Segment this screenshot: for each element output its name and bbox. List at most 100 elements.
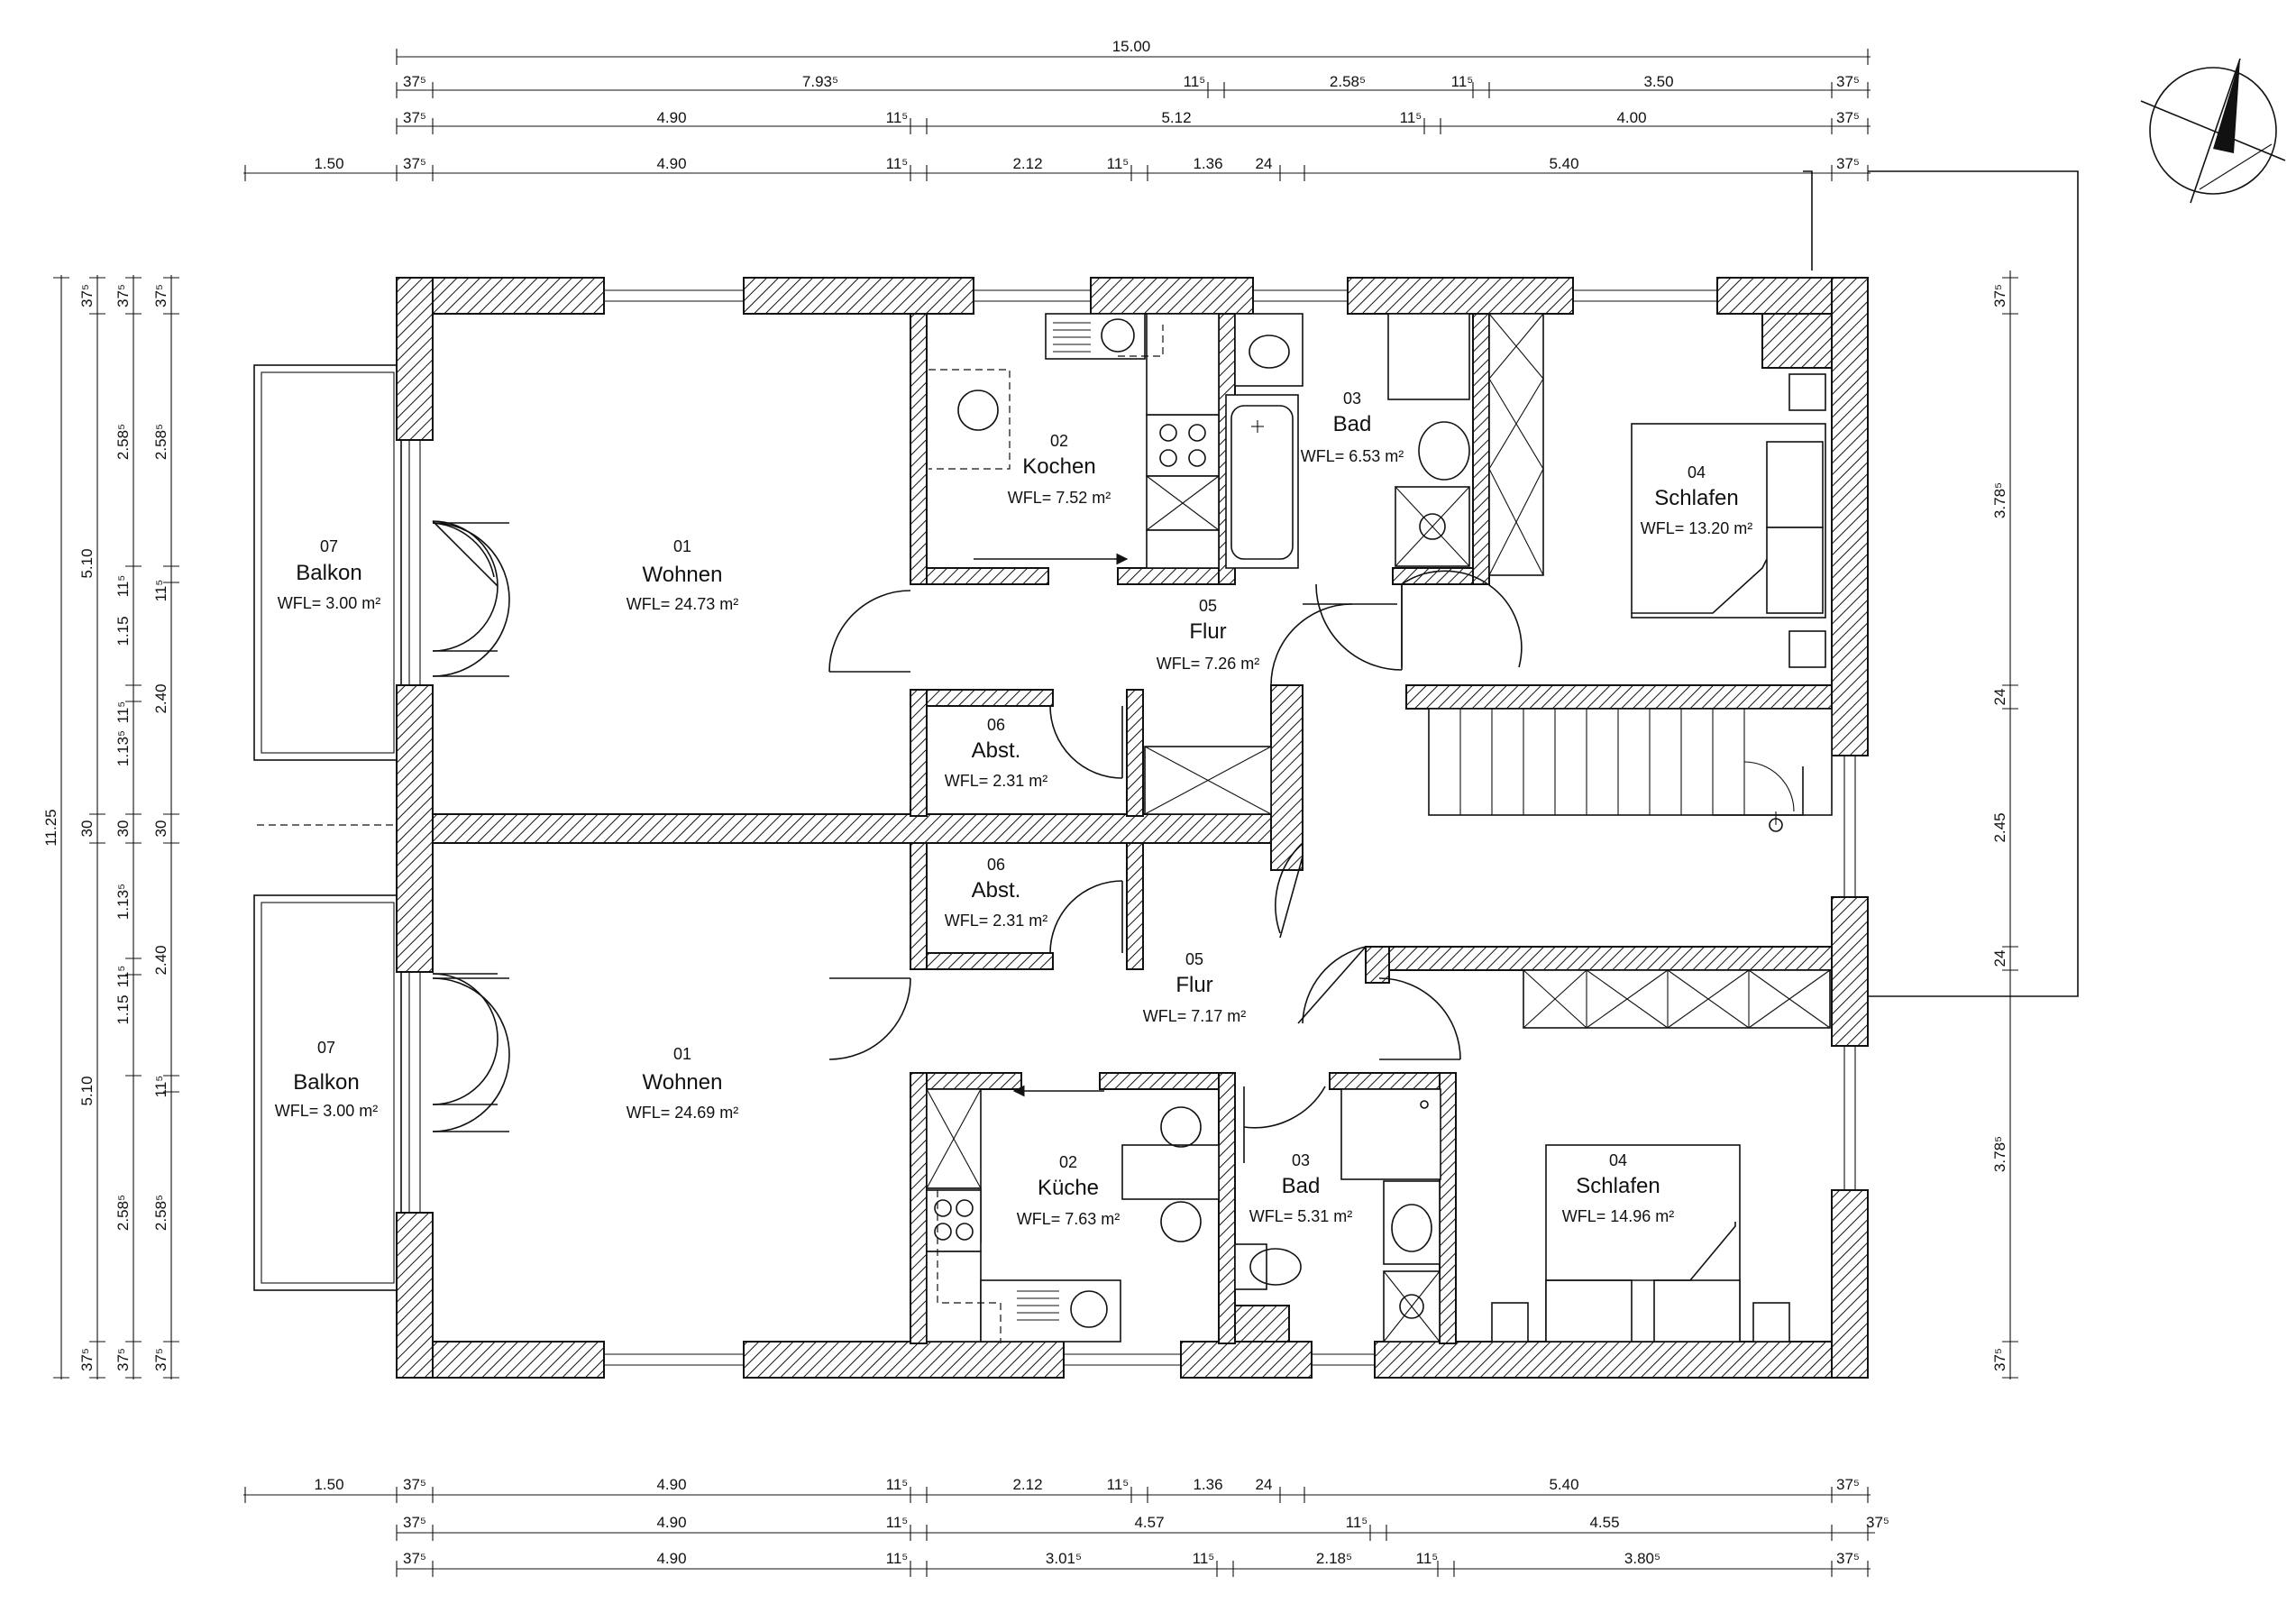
dim-bot-r1-1: 37⁵ [403,1476,426,1493]
dim-left-c2-1: 5.10 [78,548,96,578]
dim-bot-r1-5: 11⁵ [1107,1476,1130,1493]
dimension-lines-top: 15.00 37⁵ 7.93⁵ 11⁵ 2.58⁵ 11⁵ 3.50 37⁵ 3… [243,38,1871,181]
dim-left-c4-1: 2.58⁵ [152,424,169,460]
room-number: 02 [1059,1153,1077,1171]
dim-left-overall: 11.25 [42,809,59,846]
dim-top-r2-5: 4.00 [1616,109,1646,126]
room-area: WFL= 3.00 m² [275,1102,379,1120]
room-label-schlafen-bottom: 04 Schlafen WFL= 14.96 m² [1562,1151,1675,1225]
dim-bot-r3-0: 37⁵ [403,1550,426,1567]
room-name: Kochen [1022,454,1095,479]
dim-left-c4-4: 30 [152,820,169,838]
exterior-walls [396,277,1869,1379]
dimension-lines-right: 37⁵ 3.78⁵ 24 2.45 24 3.78⁵ 37⁵ [1991,270,2018,1379]
dim-left-c3-3: 11⁵ [114,575,132,598]
room-area: WFL= 24.73 m² [627,595,739,613]
dim-bot-r1-9: 37⁵ [1836,1476,1860,1493]
dim-left-c3-1: 2.58⁵ [114,424,132,460]
dim-top-r2-0: 37⁵ [403,109,426,126]
dimension-lines-left: 11.25 37⁵ 5.10 30 5.10 37⁵ 37⁵ 2.58⁵ 1.1… [42,275,179,1379]
room-name: Wohnen [643,1070,723,1095]
room-label-abst-top: 06 Abst. WFL= 2.31 m² [945,716,1048,790]
dim-top-r2-1: 4.90 [656,109,686,126]
dim-bot-r3-8: 37⁵ [1836,1550,1860,1567]
stair-icon [1428,708,1833,832]
dim-right-4: 24 [1991,950,2008,967]
dim-top-r2-6: 37⁵ [1836,109,1860,126]
room-area: WFL= 7.63 m² [1017,1210,1121,1228]
room-number: 04 [1609,1151,1627,1169]
dim-top-r1-6: 37⁵ [1836,73,1860,90]
room-number: 02 [1050,432,1068,450]
dim-top-r1-2: 11⁵ [1184,73,1206,90]
dim-bot-r1-8: 5.40 [1549,1476,1578,1493]
room-label-balkon-bottom: 07 Balkon WFL= 3.00 m² [275,1039,379,1120]
dim-left-c2-4: 37⁵ [78,1348,96,1371]
room-number: 01 [673,1045,691,1063]
room-number: 04 [1688,463,1706,481]
dim-top-r3-6: 1.36 [1193,155,1222,172]
north-arrow-icon [2140,58,2286,204]
bath-fixtures-bottom [1234,1088,1441,1343]
room-name: Bad [1282,1174,1321,1198]
room-number: 06 [987,716,1005,734]
dim-bot-r3-4: 11⁵ [1193,1550,1215,1567]
room-name: Küche [1038,1176,1099,1200]
room-area: WFL= 7.26 m² [1157,655,1260,673]
kitchen-fixtures-top [928,313,1220,569]
dim-bot-r3-5: 2.18⁵ [1316,1550,1352,1567]
dim-left-c4-7: 2.58⁵ [152,1195,169,1231]
balcony-doors [432,522,510,1132]
room-number: 05 [1185,950,1203,968]
dim-right-0: 37⁵ [1991,284,2008,307]
dim-right-1: 3.78⁵ [1991,482,2008,518]
dim-right-6: 37⁵ [1991,1348,2008,1371]
bath-fixtures-top [1225,313,1544,576]
dim-left-c4-0: 37⁵ [152,284,169,307]
room-name: Abst. [972,738,1021,763]
dim-left-c2-0: 37⁵ [78,284,96,307]
room-area: WFL= 7.52 m² [1008,489,1111,507]
dim-top-r2-2: 11⁵ [886,109,909,126]
dim-bot-r2-1: 4.90 [656,1514,686,1531]
dim-top-r1-3: 2.58⁵ [1330,73,1366,90]
dim-bot-r1-2: 4.90 [656,1476,686,1493]
dim-top-r1-0: 37⁵ [403,73,426,90]
dim-right-3: 2.45 [1991,812,2008,842]
dim-bot-r1-7: 24 [1256,1476,1273,1493]
room-area: WFL= 5.31 m² [1249,1207,1353,1225]
room-area: WFL= 14.96 m² [1562,1207,1675,1225]
kitchen-fixtures-bottom [926,1085,1220,1343]
dim-top-r2-3: 5.12 [1161,109,1191,126]
balcony-bottom [253,894,402,1291]
room-area: WFL= 2.31 m² [945,772,1048,790]
dim-left-c3-11: 37⁵ [114,1348,132,1371]
room-name: Schlafen [1654,486,1738,510]
dim-top-r3-1: 37⁵ [403,155,426,172]
dim-bot-r3-1: 4.90 [656,1550,686,1567]
dim-bot-r2-5: 4.55 [1589,1514,1619,1531]
dim-left-c4-5: 2.40 [152,945,169,975]
dim-top-r3-9: 37⁵ [1836,155,1860,172]
balcony-top [253,364,402,761]
dim-bot-r1-6: 1.36 [1193,1476,1222,1493]
dim-left-c3-4: 1.13⁵ [114,730,132,766]
dim-top-r1-1: 7.93⁵ [802,73,838,90]
dim-bot-r2-3: 4.57 [1134,1514,1164,1531]
dim-top-r3-0: 1.50 [314,155,343,172]
room-number: 06 [987,856,1005,874]
room-area: WFL= 7.17 m² [1143,1007,1247,1025]
dim-bot-r2-4: 11⁵ [1346,1514,1368,1531]
dim-left-c2-2: 30 [78,820,96,838]
room-name: Flur [1189,619,1226,644]
room-label-wohnen-top: 01 Wohnen WFL= 24.73 m² [627,537,739,613]
room-label-flur-top: 05 Flur WFL= 7.26 m² [1157,597,1260,673]
dim-left-c4-8: 37⁵ [152,1348,169,1371]
dim-top-r3-7: 24 [1256,155,1273,172]
dim-bot-r2-0: 37⁵ [403,1514,426,1531]
room-name: Schlafen [1576,1174,1660,1198]
room-label-flur-bottom: 05 Flur WFL= 7.17 m² [1143,950,1247,1025]
dim-top-r2-4: 11⁵ [1400,109,1422,126]
room-name: Wohnen [643,563,723,587]
